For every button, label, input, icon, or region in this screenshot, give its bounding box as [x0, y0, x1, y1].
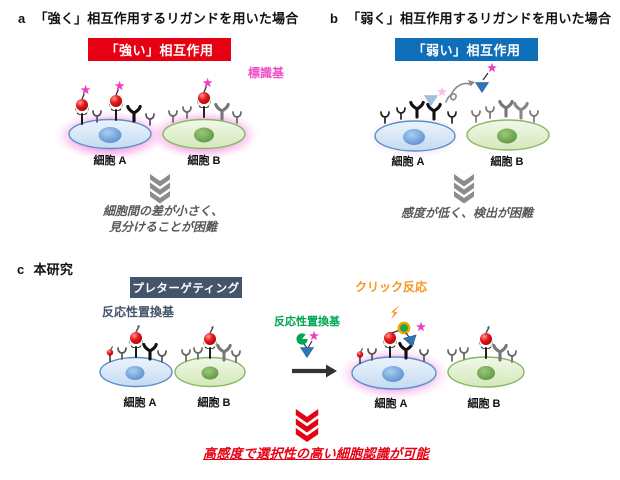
ligand-ball-icon [106, 345, 114, 363]
nucleus-icon [125, 366, 145, 380]
free-weak-ligand-icon [475, 62, 497, 93]
receptor-cup-icon [478, 332, 494, 359]
nucleus-icon [497, 128, 517, 144]
down-chevron-arrow-icon [295, 409, 319, 443]
cell-a-icon [351, 356, 437, 390]
nucleus-icon [194, 127, 214, 143]
lightning-bolt-icon [389, 303, 401, 321]
receptor-y-icon [426, 102, 442, 121]
panel-b-title: 「弱く」相互作用するリガンドを用いた場合 [347, 11, 612, 26]
receptor-y-icon [447, 349, 457, 362]
weak-ligand-triangle-icon [475, 82, 489, 93]
panel-c-right-cell-b-label: 細胞 B [467, 398, 501, 410]
reactive-substituent-icon [209, 325, 215, 334]
panel-a-strong-interaction-badge: 「強い」相互作用 [88, 38, 231, 61]
cell-a-icon [374, 120, 456, 152]
dissociation-arrow-icon [445, 80, 475, 103]
panel-a-caption: 細胞間の差が小さく、 見分けることが困難 [103, 204, 223, 235]
weak-ligand-triangle-icon [300, 347, 314, 358]
panel-c-heading: c 本研究 [17, 259, 73, 278]
panel-a-cell-a-label: 細胞 A [93, 155, 127, 167]
cell-b-receptors [181, 325, 241, 363]
receptor-y-icon [485, 106, 495, 119]
panel-c-right-cell-a-label: 細胞 A [374, 398, 408, 410]
probe-molecule-icon [294, 330, 319, 358]
reactive-substituent-icon [135, 324, 141, 333]
nucleus-icon [403, 129, 425, 145]
label-star-icon [203, 78, 213, 92]
panel-a-caption-line1: 細胞間の差が小さく、 [102, 204, 224, 218]
panel-b-diagram [367, 62, 550, 204]
panel-b-index: b [330, 11, 339, 26]
label-star-icon [115, 81, 125, 95]
label-star-icon [81, 85, 91, 99]
panel-c-left-cell-b-label: 細胞 B [197, 397, 231, 409]
panel-c-title: 本研究 [33, 262, 74, 277]
panel-a-cell-b-label: 細胞 B [187, 155, 221, 167]
label-star-icon [437, 86, 447, 97]
nucleus-icon [98, 127, 122, 143]
panel-a-index: a [18, 11, 26, 26]
receptor-y-icon [471, 110, 481, 123]
panel-b-caption: 感度が低く、検出が困難 [400, 206, 534, 220]
cell-b-receptors [471, 99, 539, 123]
receptor-y-icon [447, 111, 457, 124]
panel-a-title: 「強く」相互作用するリガンドを用いた場合 [34, 11, 299, 26]
cell-a-receptors [356, 321, 429, 365]
click-product-ring-icon [397, 321, 411, 335]
label-star-icon [309, 330, 319, 341]
reactive-substituent-label-mid: 反応性置換基 [274, 316, 340, 328]
reactive-substituent-label-left: 反応性置換基 [102, 305, 175, 319]
nucleus-icon [477, 366, 495, 380]
click-reaction-label: クリック反応 [354, 280, 428, 294]
receptor-y-icon [459, 347, 469, 360]
panel-c-diagram [99, 303, 525, 443]
label-star-icon [487, 62, 497, 73]
receptor-y-icon [117, 347, 127, 360]
cell-b-icon [174, 356, 246, 388]
receptor-cup-icon [128, 331, 144, 358]
label-star-icon [416, 321, 426, 332]
receptor-y-icon [142, 342, 158, 361]
cell-b-icon [466, 119, 550, 151]
panel-b-heading: b 「弱く」相互作用するリガンドを用いた場合 [330, 8, 611, 27]
receptor-y-icon [231, 350, 241, 363]
nucleus-icon [201, 366, 219, 380]
pretargeting-badge: プレターゲティング [130, 277, 242, 298]
down-chevron-arrow-icon [454, 174, 474, 204]
receptor-y-icon [181, 349, 191, 362]
cell-b-icon [162, 118, 246, 150]
reaction-arrow-icon [292, 364, 337, 378]
panel-c-left-cell-a-label: 細胞 A [123, 397, 157, 409]
panel-b-cell-a-label: 細胞 A [391, 156, 425, 168]
conclusion-text: 高感度で選択性の高い細胞認識が可能 [202, 446, 430, 461]
receptor-y-icon [529, 110, 539, 123]
nucleus-icon [382, 366, 404, 382]
cell-a-icon [68, 118, 152, 150]
reactive-pacman-icon [294, 331, 309, 347]
panel-b-cell-b-label: 細胞 B [490, 156, 524, 168]
receptor-y-icon [513, 101, 529, 120]
cell-a-receptors [106, 324, 167, 363]
panel-c-index: c [17, 262, 25, 277]
receptor-y-icon [498, 99, 514, 118]
click-product-icon [391, 321, 426, 349]
panel-a-heading: a 「強く」相互作用するリガンドを用いた場合 [18, 8, 298, 27]
panel-b-weak-interaction-badge: 「弱い」相互作用 [395, 38, 538, 61]
panel-a-diagram [55, 78, 259, 204]
receptor-cup-icon [202, 332, 218, 359]
reactive-substituent-icon [485, 325, 491, 334]
receptor-y-icon [409, 100, 425, 119]
labeling-group-label: 標識基 [247, 66, 285, 80]
down-chevron-arrow-icon [150, 174, 170, 204]
panel-a-caption-line2: 見分けることが困難 [108, 219, 218, 234]
